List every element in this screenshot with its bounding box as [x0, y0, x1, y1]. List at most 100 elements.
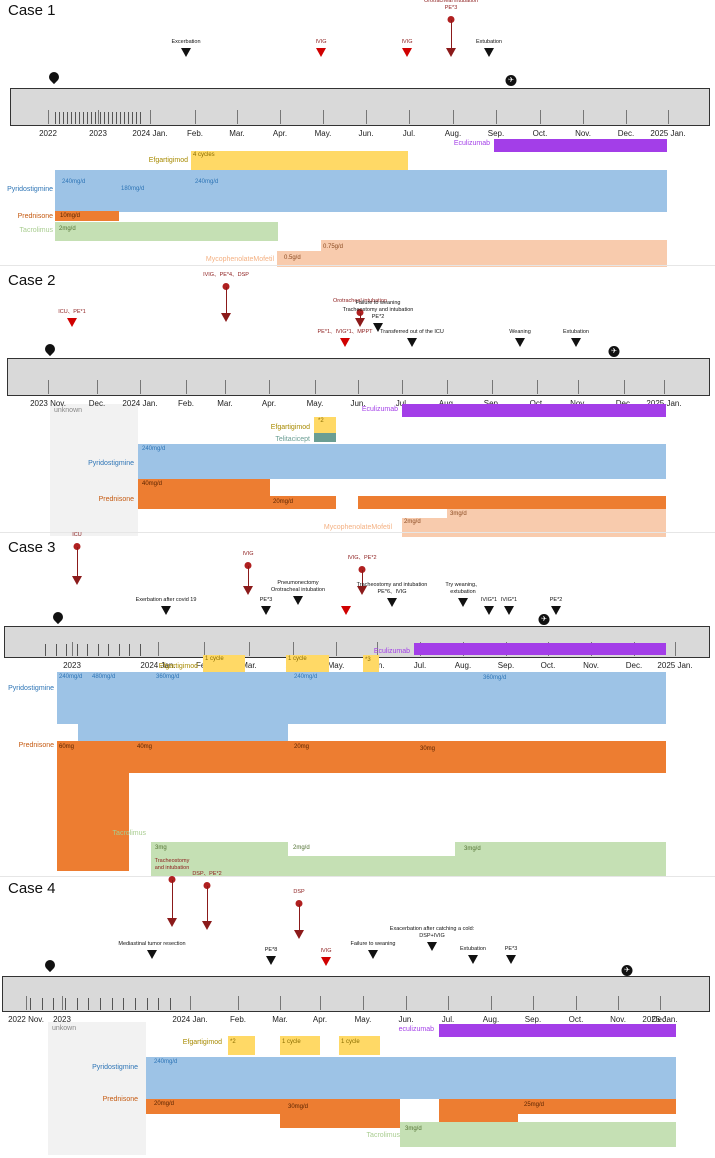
event-pin-stem — [171, 880, 173, 918]
drug-bar — [288, 842, 455, 856]
month-label: Nov. — [570, 399, 586, 408]
drug-name: MycophenolateMofetil — [205, 256, 274, 263]
drug-name: Pyridostigmine — [8, 685, 54, 692]
month-label: 2024 Jan. — [122, 399, 158, 408]
dose-label: 240mg/d — [294, 674, 318, 680]
month-tick — [583, 110, 584, 124]
month-label: Sep. — [487, 129, 505, 138]
event-marker — [202, 921, 212, 930]
month-label: Feb. — [186, 129, 204, 138]
month-tick — [238, 996, 239, 1010]
unknown-period — [48, 1022, 146, 1155]
dose-label: 0.75g/d — [323, 244, 344, 250]
drug-name: Efgartigimod — [270, 424, 310, 431]
drug-name: eculizumab — [398, 1026, 434, 1033]
event-marker — [506, 955, 516, 964]
month-tick — [237, 110, 238, 124]
month-label: 2025 Jan. — [646, 399, 682, 408]
event-marker — [357, 586, 367, 595]
event-marker — [468, 955, 478, 964]
month-label: Oct. — [532, 129, 548, 138]
axis-tick — [83, 112, 85, 124]
event-label: Failure to weaning Tracheostomy and intu… — [342, 300, 414, 320]
drug-bar — [494, 139, 667, 152]
dose-label: 2mg/d — [59, 226, 76, 232]
month-tick — [269, 380, 270, 394]
axis-tick — [158, 998, 160, 1010]
drug-name: Eculizumab — [453, 140, 490, 147]
case-title: Case 3 — [8, 539, 56, 556]
case-separator — [0, 876, 715, 877]
drug-name: Tacrolimus — [112, 830, 146, 837]
month-tick — [280, 996, 281, 1010]
month-tick — [668, 110, 669, 124]
event-pin-head — [222, 283, 230, 290]
month-tick — [363, 996, 364, 1010]
drug-bar — [358, 496, 666, 509]
axis-tick — [79, 112, 81, 124]
month-tick — [533, 996, 534, 1010]
axis-tick — [76, 998, 78, 1010]
month-tick — [195, 110, 196, 124]
event-marker — [67, 318, 77, 327]
month-label: 2023 — [53, 1015, 71, 1024]
month-label: Apr. — [312, 1015, 328, 1024]
dose-label: 240mg/d — [142, 446, 166, 452]
month-label: Oct. — [530, 399, 545, 408]
drug-bar — [203, 655, 245, 672]
event-label: IVIG、PE*4、DSP — [203, 272, 249, 278]
event-pin-stem — [76, 547, 78, 576]
end-marker-icon: ✈ — [538, 614, 550, 625]
month-tick — [97, 380, 98, 394]
dose-label: 10mg/d — [60, 213, 81, 219]
axis-tick — [118, 644, 120, 656]
month-label: Dec. — [616, 399, 632, 408]
drug-name: Prednisone — [102, 1096, 138, 1103]
axis-tick — [45, 644, 46, 656]
event-marker — [373, 323, 383, 332]
event-label: Pneumonectomy Orotracheal intubation — [270, 580, 326, 593]
month-tick — [626, 110, 627, 124]
month-tick — [280, 110, 281, 124]
event-pin-stem — [247, 566, 249, 586]
event-label: Excerbation — [171, 39, 201, 45]
event-label: DSP — [293, 889, 305, 895]
event-marker — [571, 338, 581, 347]
event-marker — [266, 956, 276, 965]
dose-label: 30mg — [420, 746, 436, 752]
end-marker-icon: ✈ — [505, 75, 517, 86]
drug-bar — [400, 1122, 676, 1147]
month-label: 2024 Jan. — [132, 129, 168, 138]
dose-label: *2 — [318, 418, 324, 424]
case-title: Case 2 — [8, 272, 56, 289]
event-marker — [316, 48, 326, 57]
drug-name: Efgartigimod — [158, 663, 198, 670]
axis-tick — [66, 644, 68, 656]
drug-name: Pyridostigmine — [92, 1064, 138, 1071]
drug-name: Pyridostigmine — [88, 460, 134, 467]
axis-tick — [87, 644, 89, 656]
event-label: PE*2 — [549, 597, 563, 603]
drug-bar — [286, 655, 329, 672]
month-label: 2024 Jan. — [172, 1015, 208, 1024]
drug-bar — [439, 1024, 676, 1037]
event-marker — [427, 942, 437, 951]
axis-tick — [65, 998, 66, 1010]
drug-name: MycophenolateMofetil — [323, 524, 392, 531]
drug-bar — [414, 643, 666, 655]
month-label: Dec. — [625, 661, 643, 670]
dose-label: 40mg — [137, 744, 153, 750]
drug-name: Eculizumab — [361, 406, 398, 413]
timeline-axis — [10, 88, 710, 126]
axis-tick — [140, 112, 141, 124]
case-separator — [0, 532, 715, 533]
month-label: Jul. — [413, 661, 427, 670]
dose-label: 240mg/d — [62, 179, 86, 185]
axis-tick — [170, 998, 171, 1010]
event-label: PE*3 — [259, 597, 273, 603]
month-label: Aug. — [482, 1015, 500, 1024]
case-separator — [0, 265, 715, 266]
event-label: Orotracheal intubation — [332, 298, 388, 304]
month-tick — [492, 380, 493, 394]
